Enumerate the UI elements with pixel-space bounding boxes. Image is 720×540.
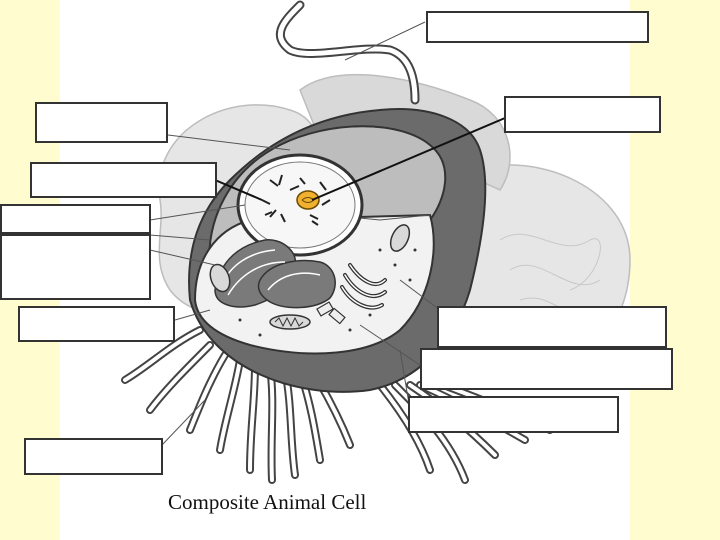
flagellum-label-box[interactable] — [426, 11, 649, 43]
nuclear-envelope-label-box[interactable] — [35, 102, 168, 143]
cytoskeleton-label-box[interactable] — [408, 396, 619, 433]
mitochondrion-label-box[interactable] — [437, 306, 667, 348]
diagram-caption: Composite Animal Cell — [168, 490, 366, 515]
nucleus-label-box[interactable] — [30, 162, 217, 198]
golgi-label-box[interactable] — [420, 348, 673, 390]
plasma-membrane-label-box[interactable] — [18, 306, 175, 342]
cilia-label-box[interactable] — [24, 438, 163, 475]
nuclear-pore-label-box[interactable] — [0, 204, 151, 234]
nucleolus-shape — [297, 191, 319, 209]
nucleolus-label-box[interactable] — [504, 96, 661, 133]
rough-er-label-box[interactable] — [0, 234, 151, 300]
